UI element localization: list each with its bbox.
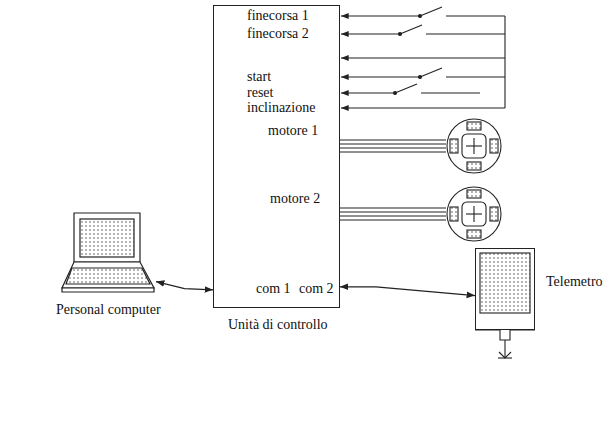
computer-node: Personal computer: [60, 211, 156, 294]
node-label: Unità di controllo: [228, 317, 328, 333]
input-wires: [341, 7, 505, 108]
serial-link: [340, 287, 475, 296]
serial-link: [156, 282, 213, 290]
pin-name: inclinazione: [247, 100, 315, 116]
pin-name: motore 2: [270, 191, 320, 207]
stepper-motor: [447, 119, 501, 173]
pin-name: motore 1: [268, 123, 318, 139]
pin-name: start: [247, 69, 271, 85]
pin-name: com 1: [256, 281, 291, 297]
motor-wires: [340, 140, 446, 220]
rangefinder-icon: [475, 253, 535, 358]
pin-name: finecorsa 1: [247, 8, 309, 24]
node-label: Telemetro: [546, 274, 603, 290]
control-unit-box: Unità di controllo: [213, 5, 340, 308]
pin-name: finecorsa 2: [247, 26, 309, 42]
laptop-icon: [62, 213, 154, 292]
node-label: Personal computer: [56, 302, 161, 318]
pin-name: reset: [247, 85, 273, 101]
pin-name: com 2: [299, 281, 334, 297]
stepper-motor: [447, 187, 501, 241]
rangefinder-node: Telemetro: [475, 248, 535, 330]
